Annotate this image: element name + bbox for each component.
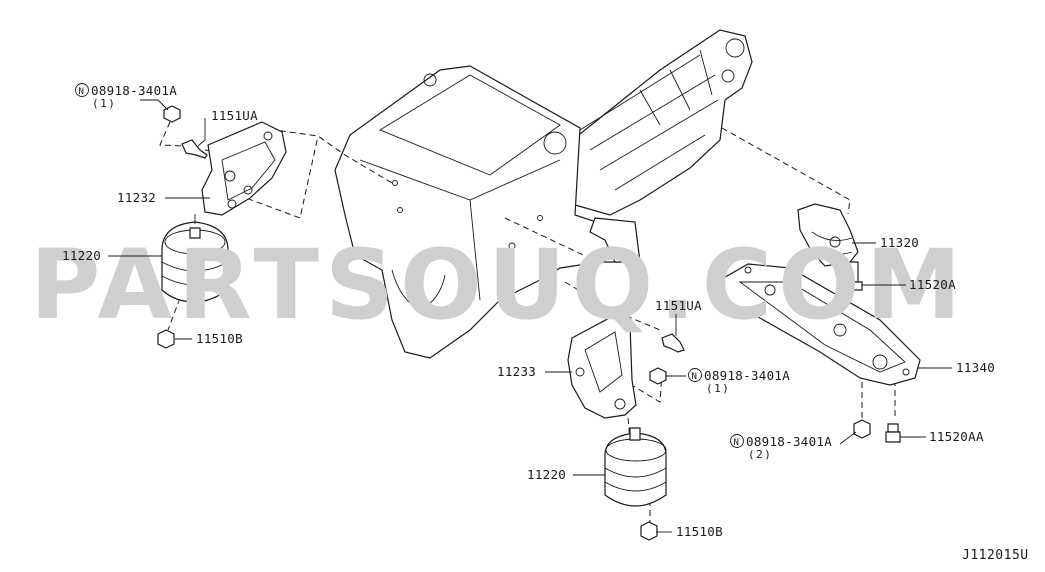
label-insulator-mid: 11220 bbox=[527, 467, 566, 482]
left-insulator bbox=[161, 214, 229, 303]
n-marker-icon bbox=[688, 368, 702, 382]
left-mount-group bbox=[157, 105, 287, 349]
label-nut-mid-bottom: 11510B bbox=[676, 524, 723, 539]
n-marker-letter: N bbox=[79, 87, 84, 97]
label-nut-mid-qty: (1) bbox=[706, 382, 730, 395]
label-nut-right-qty: (2) bbox=[748, 448, 772, 461]
label-nut-left-bottom: 11510B bbox=[196, 331, 243, 346]
n-marker-letter: N bbox=[734, 438, 739, 448]
label-nut-top-left: 08918-3401A bbox=[91, 83, 177, 98]
n-marker-icon bbox=[75, 83, 89, 97]
n-marker-icon bbox=[730, 434, 744, 448]
label-bolt-top-left: 1151UA bbox=[211, 108, 258, 123]
engine-transmission-assembly bbox=[334, 29, 753, 359]
label-crossmember-bolt: 11520AA bbox=[929, 429, 984, 444]
leader-lines bbox=[108, 99, 952, 533]
callout-labels: N 08918-3401A (1) 1151UA 11232 11220 115… bbox=[62, 83, 1029, 563]
assembly-guide-lines bbox=[159, 121, 896, 522]
middle-insulator bbox=[604, 427, 667, 507]
label-rear-bolt: 11520A bbox=[909, 277, 956, 292]
label-bolt-mid: 1151UA bbox=[655, 298, 702, 313]
label-nut-mid: 08918-3401A bbox=[704, 368, 790, 383]
label-bracket-mid: 11233 bbox=[497, 364, 536, 379]
label-crossmember: 11340 bbox=[956, 360, 995, 375]
label-insulator-left: 11220 bbox=[62, 248, 101, 263]
n-marker-letter: N bbox=[692, 372, 697, 382]
label-nut-top-left-qty: (1) bbox=[92, 97, 116, 110]
middle-mount-group bbox=[567, 314, 685, 541]
watermark-text: PARTSOUQ.COM bbox=[30, 229, 967, 341]
label-rear-mount: 11320 bbox=[880, 235, 919, 250]
right-mount-group bbox=[719, 203, 921, 443]
label-nut-right: 08918-3401A bbox=[746, 434, 832, 449]
label-bracket-left: 11232 bbox=[117, 190, 156, 205]
diagram-code: J112015U bbox=[962, 548, 1029, 563]
